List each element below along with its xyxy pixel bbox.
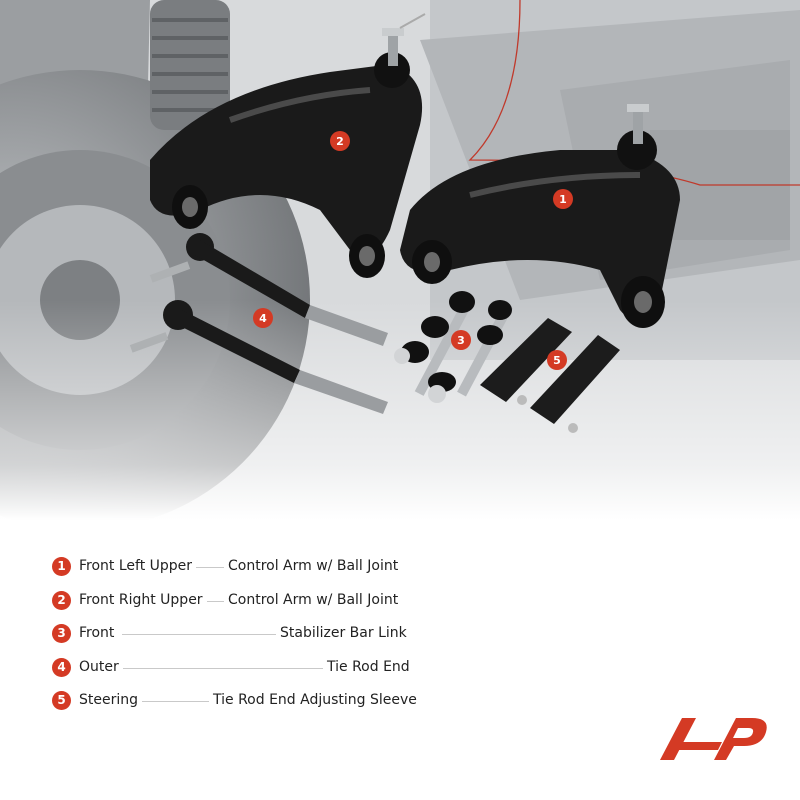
legend-position: Front Right Upper bbox=[79, 592, 207, 608]
legend-position: Outer bbox=[79, 659, 123, 675]
legend-item-3: 3 Front Stabilizer Bar Link bbox=[52, 623, 432, 645]
tie-rod-ends-4 bbox=[129, 233, 388, 414]
number-badge: 4 bbox=[52, 658, 71, 677]
number-badge: 1 bbox=[52, 557, 71, 576]
legend-item-4: 4 Outer Tie Rod End bbox=[52, 657, 432, 679]
stabilizer-links-3 bbox=[394, 291, 513, 403]
leader-line bbox=[202, 601, 242, 602]
legend-part: Tie Rod End Adjusting Sleeve bbox=[209, 692, 417, 708]
brand-logo-icon bbox=[660, 718, 767, 760]
svg-text:2: 2 bbox=[336, 135, 344, 148]
adjusting-sleeves-5 bbox=[480, 318, 620, 433]
number-badge: 5 bbox=[52, 691, 71, 710]
legend-item-5: 5 Steering Tie Rod End Adjusting Sleeve bbox=[52, 690, 432, 712]
control-arm-1 bbox=[400, 104, 680, 328]
legend-position: Front Left Upper bbox=[79, 558, 197, 574]
legend-item-2: 2 Front Right Upper Control Arm w/ Ball … bbox=[52, 590, 432, 612]
leader-line bbox=[122, 634, 292, 635]
legend-part: Stabilizer Bar Link bbox=[276, 625, 407, 641]
suspension-kit-photo: 1 2 3 4 5 bbox=[0, 0, 800, 520]
legend-part: Control Arm w/ Ball Joint bbox=[224, 558, 399, 574]
legend-part: Tie Rod End bbox=[323, 659, 410, 675]
callout-3: 3 bbox=[451, 330, 471, 350]
legend-position: Front bbox=[79, 625, 119, 641]
legend-item-1: 1 Front Left Upper Control Arm w/ Ball J… bbox=[52, 556, 432, 578]
leader-line bbox=[137, 701, 217, 702]
leader-line bbox=[192, 567, 242, 568]
number-badge: 3 bbox=[52, 624, 71, 643]
svg-text:5: 5 bbox=[553, 354, 561, 367]
control-arm-2 bbox=[150, 13, 426, 278]
callout-1: 1 bbox=[553, 189, 573, 209]
number-badge: 2 bbox=[52, 591, 71, 610]
callout-2: 2 bbox=[330, 131, 350, 151]
legend-position: Steering bbox=[79, 692, 143, 708]
svg-text:4: 4 bbox=[259, 312, 267, 325]
leader-line bbox=[122, 668, 332, 669]
callout-4: 4 bbox=[253, 308, 273, 328]
svg-text:1: 1 bbox=[559, 193, 567, 206]
legend-part: Control Arm w/ Ball Joint bbox=[224, 592, 399, 608]
svg-text:3: 3 bbox=[457, 334, 465, 347]
callout-5: 5 bbox=[547, 350, 567, 370]
